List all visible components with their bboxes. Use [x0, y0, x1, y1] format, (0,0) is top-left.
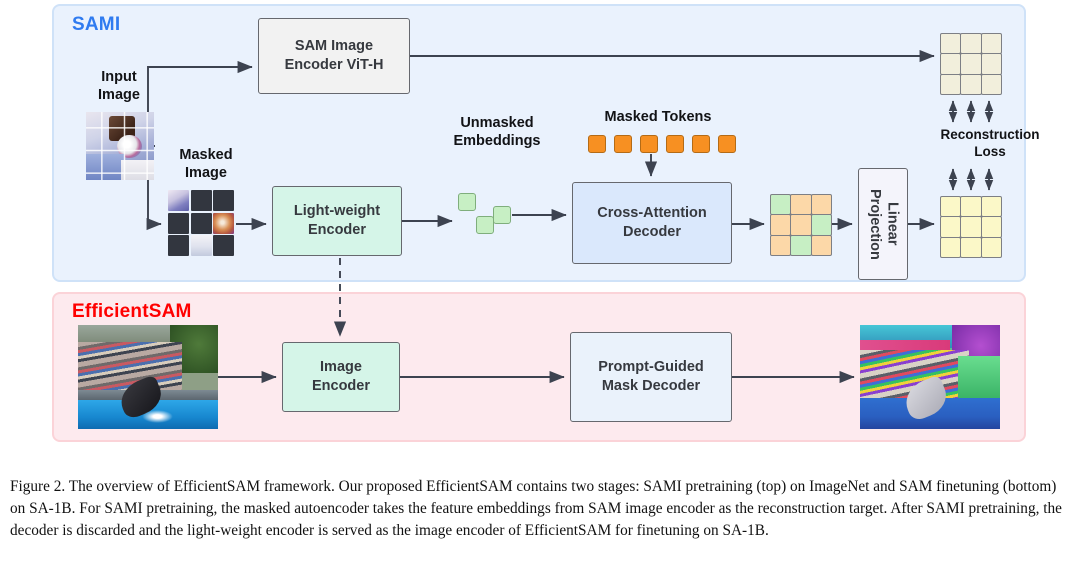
masked-token	[640, 135, 658, 153]
masked-token	[588, 135, 606, 153]
masked-token	[692, 135, 710, 153]
label-masked-image: Masked Image	[179, 147, 233, 182]
unmasked-embedding-token	[493, 206, 511, 224]
masked-image-thumbnail	[168, 190, 234, 256]
node-image-encoder[interactable]: Image Encoder	[282, 342, 400, 412]
panel-efficientsam-title: EfficientSAM	[72, 301, 192, 322]
label-masked-tokens: Masked Tokens	[604, 109, 712, 125]
unmasked-embedding-token	[458, 193, 476, 211]
grid-sam-target-features	[939, 32, 1003, 96]
masked-token	[666, 135, 684, 153]
node-sam-image-encoder[interactable]: SAM Image Encoder ViT-H	[258, 18, 410, 94]
node-prompt-guided-mask-decoder[interactable]: Prompt-Guided Mask Decoder	[570, 332, 732, 422]
masked-token-row	[588, 135, 736, 153]
masked-token	[614, 135, 632, 153]
input-image-thumbnail	[86, 112, 154, 180]
label-input-image: Input Image	[98, 69, 140, 104]
label-unmasked-embeddings: Unmasked Embeddings	[453, 115, 541, 150]
label-reconstruction-loss: Reconstruction Loss	[940, 127, 1040, 159]
node-linear-projection[interactable]: Linear Projection	[858, 168, 908, 280]
efficientsam-input-image	[78, 325, 218, 429]
node-cross-attention-decoder[interactable]: Cross-Attention Decoder	[572, 182, 732, 264]
panel-sami-title: SAMI	[72, 14, 121, 35]
masked-token	[718, 135, 736, 153]
figure-caption: Figure 2. The overview of EfficientSAM f…	[10, 478, 1062, 539]
efficientsam-output-segmentation	[860, 325, 1000, 429]
grid-reconstructed-features	[939, 195, 1003, 259]
node-light-weight-encoder[interactable]: Light-weight Encoder	[272, 186, 402, 256]
unmasked-embedding-token	[476, 216, 494, 234]
node-linear-projection-label: Linear Projection	[867, 188, 901, 260]
grid-decoder-output-features	[769, 193, 833, 257]
